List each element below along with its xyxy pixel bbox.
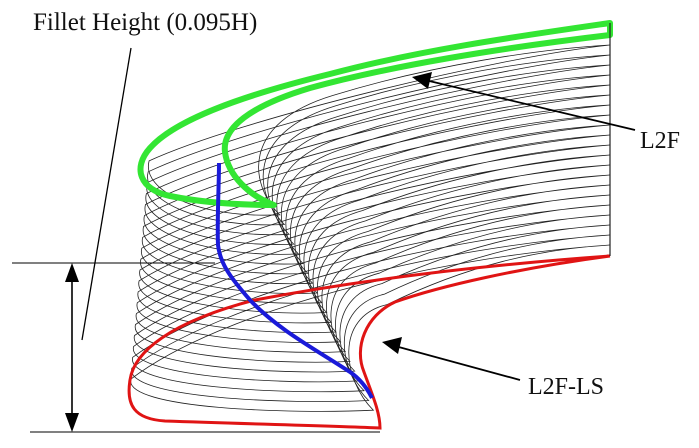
red-root-profile: [127, 254, 611, 430]
blade-section-line: [142, 104, 611, 275]
l2f-ls-label: L2F-LS: [528, 374, 604, 400]
blue-stacking-line: [215, 162, 374, 399]
blade-section-line: [145, 74, 611, 245]
l2f-callout-arrow: [412, 72, 636, 131]
blade-section-line: [142, 114, 611, 285]
blade-section-line: [143, 94, 611, 265]
blade-section-line: [131, 234, 611, 402]
blade-section-line: [141, 124, 611, 294]
blade-section-lines: [130, 44, 611, 412]
blade-section-line: [146, 64, 611, 236]
fillet-height-label: Fillet Height (0.095H): [33, 9, 257, 36]
blade-section-line: [132, 224, 611, 393]
blade-section-line: [144, 84, 611, 255]
fillet-height-leader: [81, 47, 132, 341]
blade-section-line: [147, 44, 611, 216]
blade-section-line: [136, 174, 611, 343]
blade-section-line: [139, 144, 611, 314]
blade-section-line: [137, 164, 611, 334]
blade-section-line: [140, 134, 611, 304]
l2f-label: L2F: [640, 128, 680, 154]
l2f-ls-callout-arrow: [382, 337, 521, 381]
blade-section-line: [135, 184, 611, 353]
blade-section-line: [130, 244, 611, 412]
blade-section-line: [135, 194, 611, 363]
fillet-height-dimension-arrow: [65, 263, 79, 432]
